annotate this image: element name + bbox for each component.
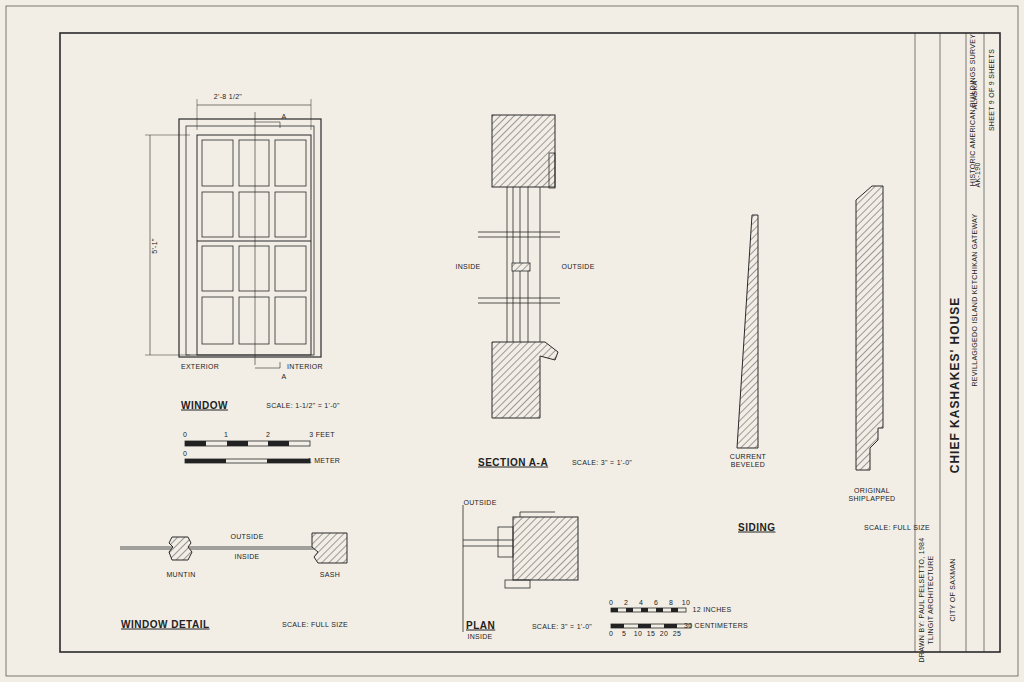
drawing-label: 2'-8 1/2" [214, 93, 242, 101]
view-heading: WINDOW [181, 400, 228, 411]
drawing-label: 20 [660, 630, 668, 638]
view-heading: PLAN [466, 620, 495, 631]
drawing-label: 6 [654, 599, 658, 607]
drawing-label: SCALE: 3" = 1'-0" [532, 623, 592, 631]
drawing-label: INSIDE [467, 633, 492, 641]
drawing-label: 10 [634, 630, 642, 638]
drawing-label: CURRENT BEVELED [728, 453, 768, 468]
drawing-label: 2 [266, 431, 270, 439]
drawing-label: AK-190 [974, 162, 982, 187]
drawing-label: A [282, 113, 287, 121]
drawing-label: 15 [647, 630, 655, 638]
drawing-label: INSIDE [234, 553, 259, 561]
drawing-label: 0 [609, 630, 613, 638]
drawing-label: SCALE: FULL SIZE [864, 524, 930, 532]
drawing-label: OUTSIDE [561, 263, 594, 271]
drawing-label: 0 [183, 450, 187, 458]
sheet-title: CHIEF KASHAKES' HOUSE [949, 297, 962, 474]
view-heading: SIDING [738, 522, 775, 533]
view-heading: SECTION A-A [478, 457, 548, 468]
drawing-label: 1 METER [308, 457, 340, 465]
drawing-label: 1 [224, 431, 228, 439]
drawing-label: MUNTIN [166, 571, 195, 579]
drawing-label: TLINGIT ARCHITECTURE [927, 555, 935, 644]
drawing-label: INTERIOR [287, 363, 323, 371]
drawing-label: SCALE: FULL SIZE [282, 621, 348, 629]
drawing-label: 8 [669, 599, 673, 607]
view-heading: WINDOW DETAIL [121, 619, 210, 630]
drawing-label: REVILLAGIGEDO ISLAND KETCHIKAN GATEWAY [971, 213, 979, 386]
drawing-label: DRAWN BY: PAUL PELSETTO, 1984 [918, 537, 926, 662]
drawing-label: 2 [624, 599, 628, 607]
drawing-label: 3 FEET [309, 431, 335, 439]
drawing-label: 0 [609, 599, 613, 607]
drawing-label: 10 [682, 599, 690, 607]
drawing-label: 5 [622, 630, 626, 638]
drawing-label: 12 INCHES [693, 606, 732, 614]
drawing-label: 30 CENTIMETERS [684, 622, 748, 630]
drawing-label: SCALE: 1-1/2" = 1'-0" [266, 402, 340, 410]
drawing-label: 0 [183, 431, 187, 439]
drawing-label: ORIGINAL SHIPLAPPED [841, 487, 903, 502]
drawing-label: CITY OF SAXMAN [949, 558, 957, 621]
drawing-label: 4 [639, 599, 643, 607]
drawing-label: A [282, 373, 287, 381]
drawing-label: 5'-1" [151, 238, 159, 253]
drawing-label: 25 [673, 630, 681, 638]
drawing-label: OUTSIDE [463, 499, 496, 507]
drawing-label: SHEET 9 OF 9 SHEETS [988, 49, 996, 131]
drawing-label: SASH [320, 571, 340, 579]
drawing-label: SCALE: 3" = 1'-0" [572, 459, 632, 467]
drawing-label: EXTERIOR [181, 363, 219, 371]
drawing-label: OUTSIDE [230, 533, 263, 541]
drawing-label: INSIDE [455, 263, 480, 271]
